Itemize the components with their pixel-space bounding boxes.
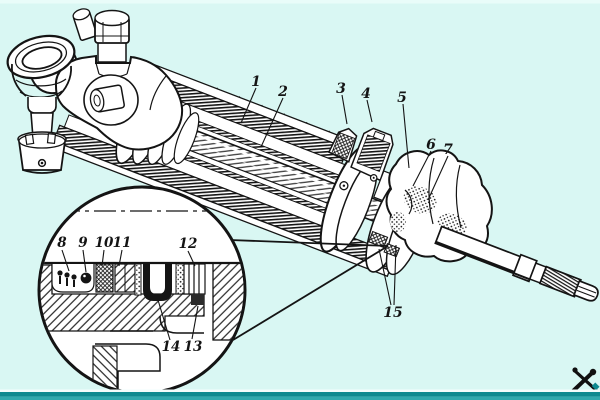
callout-8: 8 [57,235,67,251]
u-cup-seal [143,264,172,301]
spring-rings-item8 [57,270,77,287]
callout-1: 1 [251,74,261,90]
ball-joint [6,34,76,174]
grease-fitting [72,8,98,41]
callout-7: 7 [443,142,453,158]
callout-12: 12 [179,236,198,252]
inset-cross-section [40,210,244,392]
detail-inset: 8 9 10 11 12 14 13 [37,185,247,395]
end-cap [319,145,378,253]
mounting-bracket [28,47,184,151]
crossed-tools-icon [570,367,600,394]
callout-2: 2 [277,84,288,100]
callout-4: 4 [361,86,371,102]
retainer-plate-outline [95,343,161,392]
callout-10: 10 [95,235,114,251]
cast-texture-3 [390,212,406,232]
o-ring-item9 [80,272,92,284]
top-light-strip [0,0,600,4]
callout-15: 15 [383,305,402,321]
step-corner-line [159,315,204,334]
piston-rod [434,225,599,302]
castellated-nut [17,133,67,174]
callout-14: 14 [162,339,181,355]
main-leader-lines [240,87,449,306]
inset-leader-lines [61,249,199,341]
cross-shaft-boss [89,84,125,113]
seal-ring-item10 [95,263,114,293]
bottom-border [0,389,600,400]
magnifier-leader-lines [229,239,389,341]
callout-13: 13 [184,339,203,355]
spacer-strip [134,263,142,296]
backup-washer-strip [175,263,185,295]
clamp-block [350,127,394,182]
filler-plug [72,8,130,63]
callout-3: 3 [336,81,346,97]
retainer-block [191,294,204,305]
callout-9: 9 [78,235,88,251]
callout-11: 11 [113,235,132,251]
callout-5: 5 [397,90,407,106]
gland-ring [327,127,358,163]
callout-6: 6 [426,137,436,153]
